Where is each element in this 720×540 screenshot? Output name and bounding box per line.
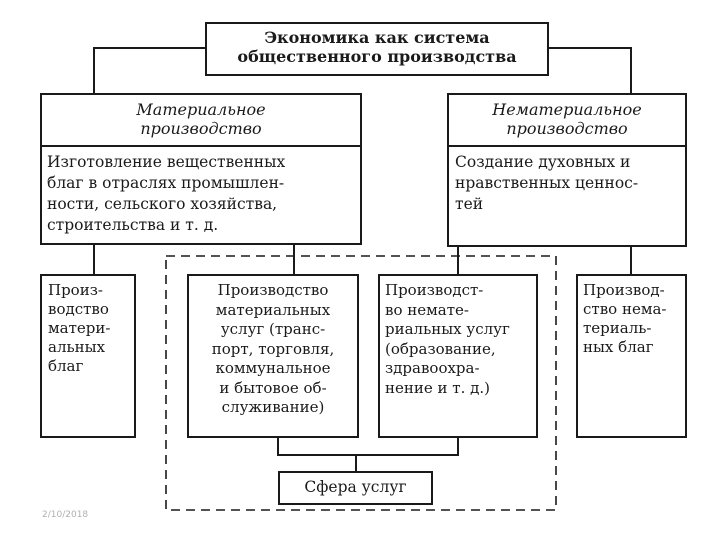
nonmaterial-title-line2: производство bbox=[506, 119, 628, 138]
nonmaterial-goods-line: ство нема- bbox=[583, 300, 667, 318]
nonmaterial-goods-line: Производ- bbox=[583, 281, 665, 299]
material-services-node bbox=[187, 274, 359, 438]
root-title-line1: Экономика как система bbox=[264, 28, 490, 47]
nonmaterial-goods-line: ных благ bbox=[583, 338, 654, 356]
nonmaterial-title-divider bbox=[447, 145, 687, 147]
nonmaterial-desc-line: Создание духовных и bbox=[455, 153, 631, 171]
nonmaterial-node bbox=[447, 93, 687, 247]
material-goods-line: благ bbox=[48, 357, 84, 375]
nonmaterial-services-line: риальных услуг bbox=[385, 320, 510, 338]
nonmaterial-description: Создание духовных и нравственных ценнос-… bbox=[455, 152, 685, 215]
nonmaterial-goods-text: Производ- ство нема- териаль- ных благ bbox=[583, 281, 685, 357]
material-title-line1: Материальное bbox=[136, 100, 266, 119]
nonmaterial-desc-line: нравственных ценнос- bbox=[455, 174, 639, 192]
material-services-line: коммунальное bbox=[215, 359, 331, 377]
services-sphere-frame bbox=[165, 255, 557, 511]
material-goods-line: водство bbox=[48, 300, 109, 318]
material-services-text: Производство материальных услуг (транс- … bbox=[187, 281, 359, 418]
nonmaterial-title-line1: Нематериальное bbox=[492, 100, 642, 119]
nonmaterial-services-text: Производст- во немате- риальных услуг (о… bbox=[385, 281, 537, 398]
connector-root-material bbox=[93, 47, 205, 93]
nonmaterial-services-line: нение и т. д.) bbox=[385, 378, 490, 397]
material-desc-line: Изготовление вещественных bbox=[47, 153, 286, 171]
material-node bbox=[40, 93, 362, 245]
services-sphere-label: Сфера услуг bbox=[304, 478, 407, 496]
services-sphere-node bbox=[278, 471, 433, 505]
material-title: Материальное производство bbox=[40, 100, 362, 138]
material-services-line: служивание) bbox=[221, 398, 325, 416]
material-services-line: и бытовое об- bbox=[219, 378, 327, 397]
nonmaterial-goods-line: териаль- bbox=[583, 319, 652, 337]
material-services-line: порт, торговля, bbox=[211, 339, 335, 358]
connector-root-nonmaterial bbox=[549, 47, 632, 93]
material-desc-line: благ в отраслях промышлен- bbox=[47, 174, 285, 192]
nonmaterial-desc-line: тей bbox=[455, 195, 484, 213]
connector-services-sphere bbox=[277, 438, 459, 456]
material-description: Изготовление вещественных благ в отрасля… bbox=[47, 152, 359, 236]
nonmaterial-services-line: во немате- bbox=[385, 300, 469, 319]
material-services-line: Производство bbox=[217, 281, 329, 299]
material-goods-line: альных bbox=[48, 338, 106, 356]
material-goods-line: матери- bbox=[48, 319, 111, 337]
material-services-line: услуг (транс- bbox=[220, 320, 326, 338]
nonmaterial-title: Нематериальное производство bbox=[447, 100, 687, 138]
nonmaterial-services-line: здравоохра- bbox=[385, 359, 480, 377]
material-goods-node bbox=[40, 274, 136, 438]
material-title-line2: производство bbox=[140, 119, 262, 138]
material-desc-line: ности, сельского хозяйства, bbox=[47, 195, 278, 213]
root-title-line2: общественного производства bbox=[237, 47, 517, 66]
root-node bbox=[205, 22, 549, 76]
material-title-divider bbox=[40, 145, 362, 147]
nonmaterial-goods-node bbox=[576, 274, 687, 438]
root-title: Экономика как система общественного прои… bbox=[205, 28, 549, 66]
date-stamp: 2/10/2018 bbox=[42, 510, 89, 520]
material-desc-line: строительства и т. д. bbox=[47, 216, 219, 234]
material-goods-line: Произ- bbox=[48, 281, 103, 299]
material-services-line: материальных bbox=[215, 300, 331, 319]
nonmaterial-services-line: Производст- bbox=[385, 281, 484, 299]
material-goods-text: Произ- водство матери- альных благ bbox=[48, 281, 134, 376]
nonmaterial-services-line: (образование, bbox=[385, 339, 496, 358]
nonmaterial-services-node bbox=[378, 274, 538, 438]
